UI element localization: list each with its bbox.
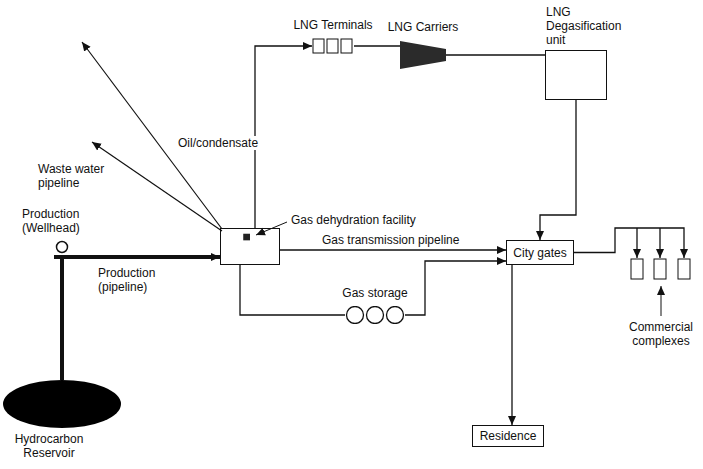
dehyd-shape <box>221 229 279 264</box>
node-heading: Commercial complexes <box>618 320 703 348</box>
node-textbox: Residence <box>472 425 544 447</box>
edge-label: Production (pipeline) <box>98 266 178 294</box>
node-commercial: Commercial complexes <box>630 258 692 280</box>
node-label: City gates <box>513 246 566 260</box>
commercial-building <box>654 259 666 279</box>
pipeline <box>511 265 512 425</box>
connector <box>512 265 513 425</box>
node-dehyd: Gas dehydration facility <box>220 228 280 265</box>
pipeline <box>446 54 545 55</box>
pipeline <box>280 249 506 250</box>
storage-shape <box>345 306 405 324</box>
pipeline-thick <box>62 257 220 380</box>
node-heading: LNG Carriers <box>384 20 462 34</box>
storage-tank <box>387 307 404 324</box>
reservoir-shape <box>3 380 121 428</box>
commercial-pointer <box>661 286 662 316</box>
pipeline <box>636 228 637 258</box>
free-label: Oil/condensate <box>178 136 268 150</box>
terminals-shape <box>312 38 354 54</box>
pipeline <box>354 45 400 46</box>
node-reservoir: Hydrocarbon Reservoir <box>3 380 121 428</box>
wellhead-symbol <box>57 242 68 253</box>
terminal-tank <box>327 39 338 53</box>
free-label: Waste water pipeline <box>38 162 118 190</box>
node-heading: Hydrocarbon Reservoir <box>3 432 95 460</box>
dehydration-unit <box>243 234 250 241</box>
terminal-tank <box>313 39 324 53</box>
connector <box>540 100 576 240</box>
connector <box>62 257 220 380</box>
node-carrier: LNG Carriers <box>400 41 446 69</box>
node-heading: LNG Terminals <box>290 18 376 32</box>
storage-tank <box>367 307 384 324</box>
connector <box>446 55 545 56</box>
pipeline <box>659 228 660 258</box>
node-heading: Gas dehydration facility <box>291 213 441 227</box>
pipeline <box>574 228 684 258</box>
node-label: Residence <box>480 429 537 443</box>
node-storage: Gas storage <box>345 306 405 324</box>
node-terminals: LNG Terminals <box>312 38 354 54</box>
commercial-shape <box>630 258 692 280</box>
node-heading: LNG Degasification unit <box>546 5 636 47</box>
pipeline <box>540 100 576 240</box>
commercial-building <box>678 259 690 279</box>
node-heading: Gas storage <box>329 286 421 300</box>
terminal-tank <box>341 39 352 53</box>
edge-label: Gas transmission pipeline <box>322 233 482 247</box>
connector <box>280 250 506 251</box>
reservoir-ellipse <box>3 380 121 428</box>
connector <box>354 46 400 47</box>
storage-tank <box>347 307 364 324</box>
commercial-building <box>631 259 643 279</box>
connector <box>574 228 684 258</box>
node-textbox: City gates <box>506 240 574 265</box>
free-label: Production (Wellhead) <box>22 207 102 235</box>
node-plainbox: LNG Degasification unit <box>545 50 607 100</box>
carrier-hull <box>400 41 446 69</box>
carrier-shape <box>400 41 446 69</box>
